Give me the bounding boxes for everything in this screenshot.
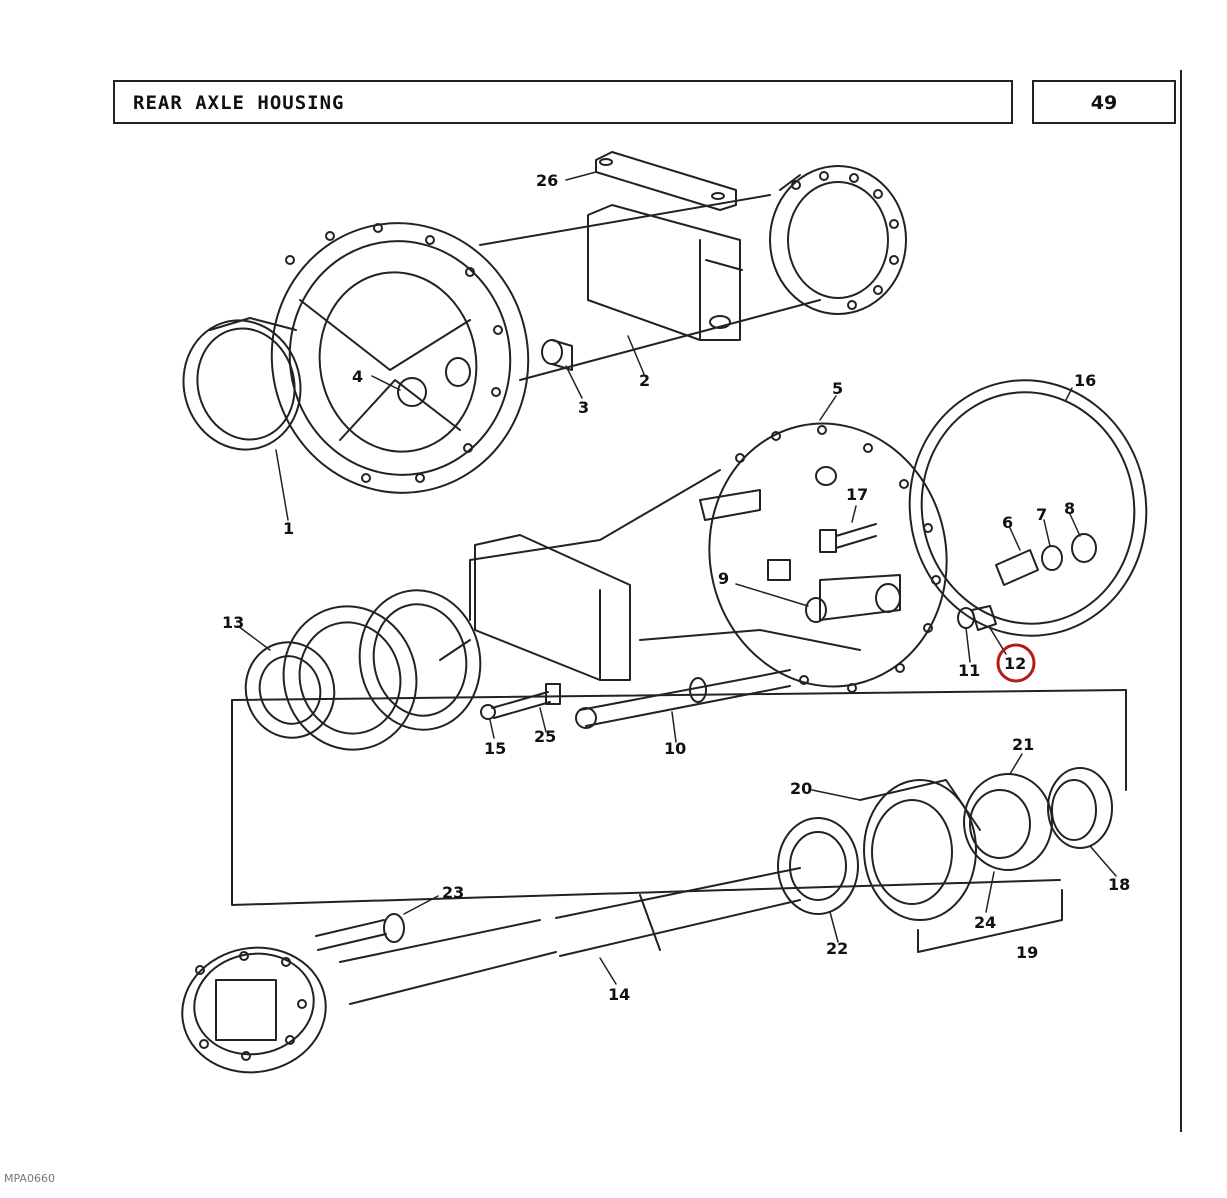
part-20-bearing-cage [859, 779, 981, 921]
callout-4: 4 [352, 367, 363, 386]
flange-holes-lower [735, 425, 941, 693]
callout-5: 5 [832, 379, 843, 398]
page-number-box: 49 [1032, 80, 1176, 124]
callout-22: 22 [826, 939, 848, 958]
part-13-seal [244, 605, 418, 751]
callout-labels: 26 1 2 3 4 5 16 6 7 8 17 9 11 12 13 15 2… [222, 171, 1130, 1004]
part-2-axle-housing [270, 165, 907, 494]
title-box: REAR AXLE HOUSING [113, 80, 1013, 124]
callout-1: 1 [283, 519, 294, 538]
part-21-bearing [963, 773, 1053, 871]
callout-26: 26 [536, 171, 558, 190]
callout-6: 6 [1002, 513, 1013, 532]
callout-25: 25 [534, 727, 556, 746]
part-14-axle-shaft [181, 867, 801, 1074]
callout-12: 12 [1004, 654, 1026, 673]
callout-18: 18 [1108, 875, 1130, 894]
callout-8: 8 [1064, 499, 1075, 518]
part-23-stud [315, 913, 405, 951]
footer-code: MPA0660 [4, 1172, 55, 1185]
part-3-plug [541, 339, 563, 365]
part-26-bracket [595, 151, 737, 211]
callout-19: 19 [1016, 943, 1038, 962]
callout-3: 3 [578, 398, 589, 417]
explode-line-top [231, 689, 1127, 701]
callout-13: 13 [222, 613, 244, 632]
flange-holes-upper [285, 171, 899, 483]
part-25-bolt [480, 683, 561, 720]
part-1-seal-ring [182, 317, 302, 451]
callout-10: 10 [664, 739, 686, 758]
part-17-bolt [819, 523, 877, 553]
callout-16: 16 [1074, 371, 1096, 390]
part-9-10-shaft [575, 597, 827, 729]
page-number: 49 [1090, 92, 1118, 114]
callout-9: 9 [718, 569, 729, 588]
explode-line-left [231, 699, 1061, 906]
page-border-right [1180, 70, 1182, 1132]
callout-17: 17 [846, 485, 868, 504]
callout-21: 21 [1012, 735, 1034, 754]
callout-11: 11 [958, 661, 980, 680]
callout-7: 7 [1036, 505, 1047, 524]
highlight-circle [996, 643, 1036, 683]
part-5-axle-housing [358, 422, 948, 731]
part-6-7-8-pin-assembly [995, 533, 1097, 586]
callout-2: 2 [639, 371, 650, 390]
part-16-gasket [908, 379, 1148, 637]
callout-14: 14 [608, 985, 630, 1004]
part-4-plug [397, 377, 427, 407]
bracket-19 [917, 889, 1063, 953]
part-22-bearing-cone [777, 817, 859, 915]
callout-23: 23 [442, 883, 464, 902]
callout-24: 24 [974, 913, 996, 932]
part-18-bearing-cup [1047, 767, 1113, 849]
part-15-washer [480, 704, 496, 720]
page-title: REAR AXLE HOUSING [133, 92, 345, 114]
callout-15: 15 [484, 739, 506, 758]
callout-20: 20 [790, 779, 812, 798]
part-11-12-fitting [957, 605, 997, 631]
